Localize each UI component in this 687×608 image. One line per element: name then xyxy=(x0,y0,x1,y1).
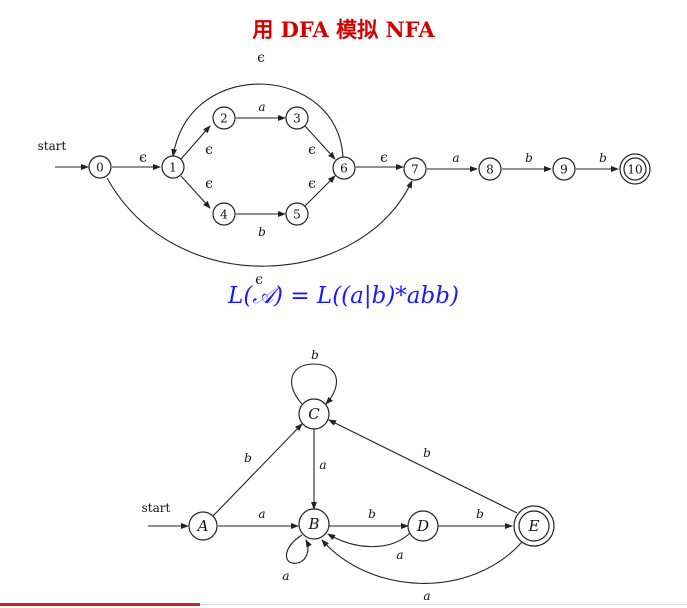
nfa-state-4: 4 xyxy=(212,202,236,226)
nfa-state-9: 9 xyxy=(552,157,576,181)
dfa-state-C: C xyxy=(298,398,330,430)
dfa-b-label: b xyxy=(476,507,484,521)
nfa-state-7: 7 xyxy=(403,157,427,181)
nfa-eps-label: ϵ xyxy=(308,176,316,192)
nfa-diagram: start ϵ ϵ ϵ a b ϵ ϵ ϵ a b b ϵ ϵ xyxy=(38,50,651,288)
svg-text:0: 0 xyxy=(96,161,104,175)
nfa-state-6: 6 xyxy=(332,156,356,180)
slide-footer-line xyxy=(200,604,687,605)
svg-text:4: 4 xyxy=(220,208,228,222)
nfa-eps-label: ϵ xyxy=(139,150,147,166)
dfa-edge-A-C xyxy=(212,423,303,517)
svg-text:3: 3 xyxy=(293,112,301,126)
nfa-b-label: b xyxy=(599,151,607,165)
svg-text:8: 8 xyxy=(486,163,494,177)
dfa-state-D: D xyxy=(407,510,439,542)
dfa-b-label: b xyxy=(423,446,431,460)
nfa-state-2: 2 xyxy=(212,106,236,130)
dfa-edge-D-B xyxy=(327,532,411,548)
nfa-start-label: start xyxy=(38,139,67,153)
dfa-edge-B-B xyxy=(285,534,312,564)
dfa-edge-C-C xyxy=(291,363,337,405)
dfa-a-label: a xyxy=(282,569,289,583)
svg-text:B: B xyxy=(307,515,319,533)
svg-text:1: 1 xyxy=(169,161,177,175)
nfa-state-5: 5 xyxy=(285,202,309,226)
dfa-a-label: a xyxy=(423,589,430,603)
nfa-state-3: 3 xyxy=(285,106,309,130)
dfa-diagram: start b a a b a b a b b a xyxy=(142,348,555,603)
nfa-a-label: a xyxy=(452,151,459,165)
nfa-edge-0-7 xyxy=(106,177,413,267)
svg-text:E: E xyxy=(528,517,540,535)
nfa-eps-label: ϵ xyxy=(308,142,316,158)
svg-text:D: D xyxy=(416,517,429,535)
nfa-edge-6-1 xyxy=(171,83,344,158)
nfa-b-label: b xyxy=(525,151,533,165)
language-formula: L(𝒜) = L((a|b)*abb) xyxy=(228,283,459,309)
dfa-b-label: b xyxy=(244,451,252,465)
dfa-b-label: b xyxy=(311,348,319,362)
dfa-a-label: a xyxy=(396,548,403,562)
dfa-edge-E-C xyxy=(328,419,518,514)
svg-text:6: 6 xyxy=(340,162,348,176)
nfa-edge-3-6 xyxy=(304,125,336,160)
dfa-start-label: start xyxy=(142,501,171,515)
svg-text:9: 9 xyxy=(560,163,568,177)
svg-text:A: A xyxy=(196,517,209,535)
dfa-state-A: A xyxy=(188,511,218,541)
svg-text:2: 2 xyxy=(220,112,228,126)
nfa-edge-1-4 xyxy=(180,175,211,209)
nfa-eps-label: ϵ xyxy=(205,176,213,192)
nfa-a-label: a xyxy=(258,100,265,114)
nfa-eps-label: ϵ xyxy=(205,142,213,158)
svg-text:C: C xyxy=(308,405,320,423)
slide-footer-bar xyxy=(0,603,200,606)
dfa-b-label: b xyxy=(368,507,376,521)
dfa-state-B: B xyxy=(298,508,330,540)
nfa-state-8: 8 xyxy=(478,157,502,181)
nfa-state-1: 1 xyxy=(161,155,185,179)
dfa-edge-E-B xyxy=(321,539,523,584)
svg-text:5: 5 xyxy=(293,208,301,222)
dfa-a-label: a xyxy=(319,458,326,472)
nfa-eps-label: ϵ xyxy=(255,272,263,288)
page-title: 用 DFA 模拟 NFA xyxy=(252,17,435,42)
nfa-state-10-accepting: 10 xyxy=(619,153,651,185)
dfa-state-E-accepting: E xyxy=(513,505,555,547)
nfa-b-label: b xyxy=(258,225,266,239)
dfa-a-label: a xyxy=(258,507,265,521)
nfa-edge-5-6 xyxy=(304,175,336,207)
nfa-edge-1-2 xyxy=(180,125,211,160)
nfa-eps-label: ϵ xyxy=(380,150,388,166)
nfa-eps-label: ϵ xyxy=(257,50,265,66)
nfa-state-0: 0 xyxy=(88,155,112,179)
svg-text:7: 7 xyxy=(411,163,419,177)
svg-text:10: 10 xyxy=(627,163,642,177)
